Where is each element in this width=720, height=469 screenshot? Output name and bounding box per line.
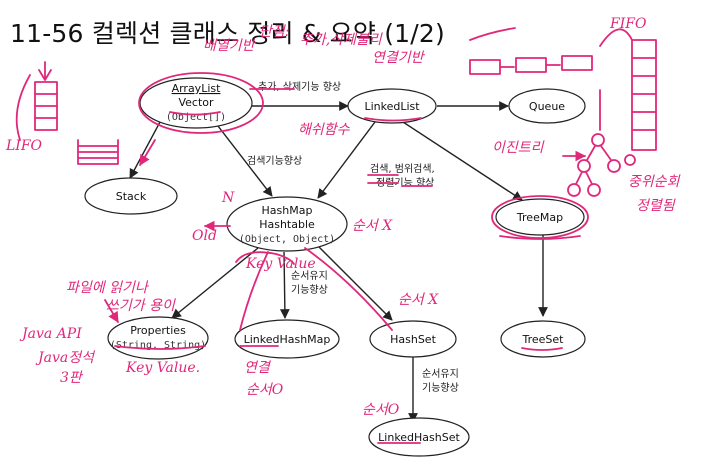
node-arraylist-line1: ArrayList (172, 82, 222, 95)
node-properties-sub: (String, String) (110, 340, 206, 351)
ink-arrow-stack (139, 139, 156, 166)
node-queue-label: Queue (529, 100, 565, 113)
ink-linked-list-drawing (469, 55, 593, 75)
ink-queue-drawing (631, 39, 657, 151)
node-treeset-label: TreeSet (522, 333, 565, 346)
node-arraylist-sub: (Object[]) (166, 112, 226, 123)
node-linkedhashset: LinkedHashSet (368, 417, 470, 457)
node-properties-line1: Properties (130, 324, 186, 337)
ink-hash-func: 해쉬함수 (298, 122, 351, 138)
ink-old-mark: Old (192, 228, 217, 244)
ink-arrow-fifo (469, 27, 516, 41)
node-linkedlist-label: LinkedList (364, 100, 420, 113)
ink-new-mark: N (221, 190, 235, 206)
ink-array-drawing (77, 139, 119, 165)
node-treemap-label: TreeMap (516, 211, 563, 224)
ink-arrow-hashset (304, 247, 393, 331)
edge-label-order1-a: 순서유지 (291, 270, 328, 282)
node-hashmap: HashMap Hashtable (Object, Object) (226, 196, 348, 252)
edge-hashmap-hashset (317, 245, 393, 321)
ink-order-keep2: 순서O (362, 402, 400, 418)
ink-underline-linkedlist (364, 117, 422, 122)
node-properties: Properties (String, String) (107, 316, 209, 360)
edge-label-order2-a: 순서유지 (422, 368, 459, 380)
node-arraylist: ArrayList Vector (Object[]) (139, 77, 253, 129)
node-treeset: TreeSet (500, 320, 586, 358)
edge-linkedlist-hashmap (317, 121, 376, 199)
ink-circle-arraylist (138, 72, 264, 134)
edge-label-add-delete: 추가, 삭제기능 향상 (258, 81, 341, 93)
ink-annotations: 배열기반 단점: 추가,삭제불리 연결기반 FIFO LIFO 해쉬함수 이진트… (5, 16, 681, 444)
edge-arraylist-stack (129, 121, 161, 179)
ink-drawback-detail: 추가,삭제불리 (300, 32, 383, 48)
node-linkedlist: LinkedList (347, 88, 437, 124)
ink-java-book2: 3판 (60, 370, 84, 386)
edge-label-search: 검색기능향상 (247, 155, 302, 167)
edge-label-order2-b: 기능향상 (422, 382, 459, 394)
edge-linkedlist-treemap (402, 121, 523, 201)
ink-underline-properties (114, 345, 206, 350)
node-linkedhashset-label: LinkedHashSet (378, 431, 460, 444)
ink-underline-search (367, 174, 399, 184)
edge-label-order1-b: 기능향상 (291, 284, 328, 296)
ink-fifo: FIFO (609, 16, 647, 32)
edges (129, 101, 548, 423)
edge-hashmap-properties (171, 247, 259, 319)
node-linkedhashmap-label: LinkedHashMap (244, 333, 331, 346)
ink-linked-based: 연결기반 (372, 50, 426, 66)
ink-no-order2: 순서 X (398, 292, 439, 308)
node-stack-label: Stack (116, 190, 147, 203)
ink-inorder2: 정렬됨 (636, 198, 676, 214)
node-stack: Stack (84, 177, 178, 215)
node-linkedhashmap: LinkedHashMap (234, 319, 340, 359)
ink-arrow-props (239, 251, 269, 331)
ink-drawback: 단점: (259, 24, 289, 40)
page-title: 11-56 컬렉션 클래스 정리 & 요약 (1/2) (10, 19, 445, 48)
ink-underline-treeset (521, 347, 563, 351)
ink-arrow-file (104, 299, 119, 323)
ink-binary-tree-drawing (567, 133, 636, 197)
node-arraylist-line2: Vector (178, 96, 214, 109)
ink-binary-tree: 이진트리 (492, 140, 545, 156)
edge-arraylist-hashmap (217, 125, 273, 197)
node-hashmap-line2: Hashtable (259, 218, 315, 231)
ink-java-book1: Java정석 (35, 350, 96, 366)
ink-no-order1: 순서 X (352, 218, 393, 234)
ink-underline-vector (169, 111, 221, 116)
edge-label-range1: 검색, 범위검색, (370, 162, 435, 175)
ink-file-rw2: 쓰기가 용이 (106, 298, 176, 314)
ink-link-note: 연결 (244, 360, 272, 376)
ink-circle-kv (235, 251, 295, 265)
ink-java-api: Java API (19, 326, 82, 342)
ink-order-keep1: 순서O (246, 382, 284, 398)
node-hashmap-sub: (Object, Object) (239, 234, 335, 245)
ink-file-rw1: 파일에 읽기나 (66, 280, 150, 296)
edge-hashmap-linkedhashmap (279, 251, 290, 319)
node-hashmap-line1: HashMap (262, 204, 313, 217)
node-queue: Queue (508, 88, 586, 124)
ink-kv-hashmap: Key Value (245, 256, 316, 272)
ink-circle-treemap (491, 195, 589, 239)
node-hashset-label: HashSet (390, 333, 436, 346)
ink-array-based: 배열기반 (203, 38, 257, 54)
ink-inorder1: 중위순회 (628, 174, 681, 190)
ink-kv-props: Key Value. (125, 360, 200, 376)
ink-arrow-lifo (15, 74, 31, 141)
node-treemap: TreeMap (495, 198, 585, 236)
node-hashset: HashSet (369, 320, 457, 358)
ink-lifo: LIFO (5, 138, 43, 154)
ink-underline-treemap (499, 235, 581, 240)
